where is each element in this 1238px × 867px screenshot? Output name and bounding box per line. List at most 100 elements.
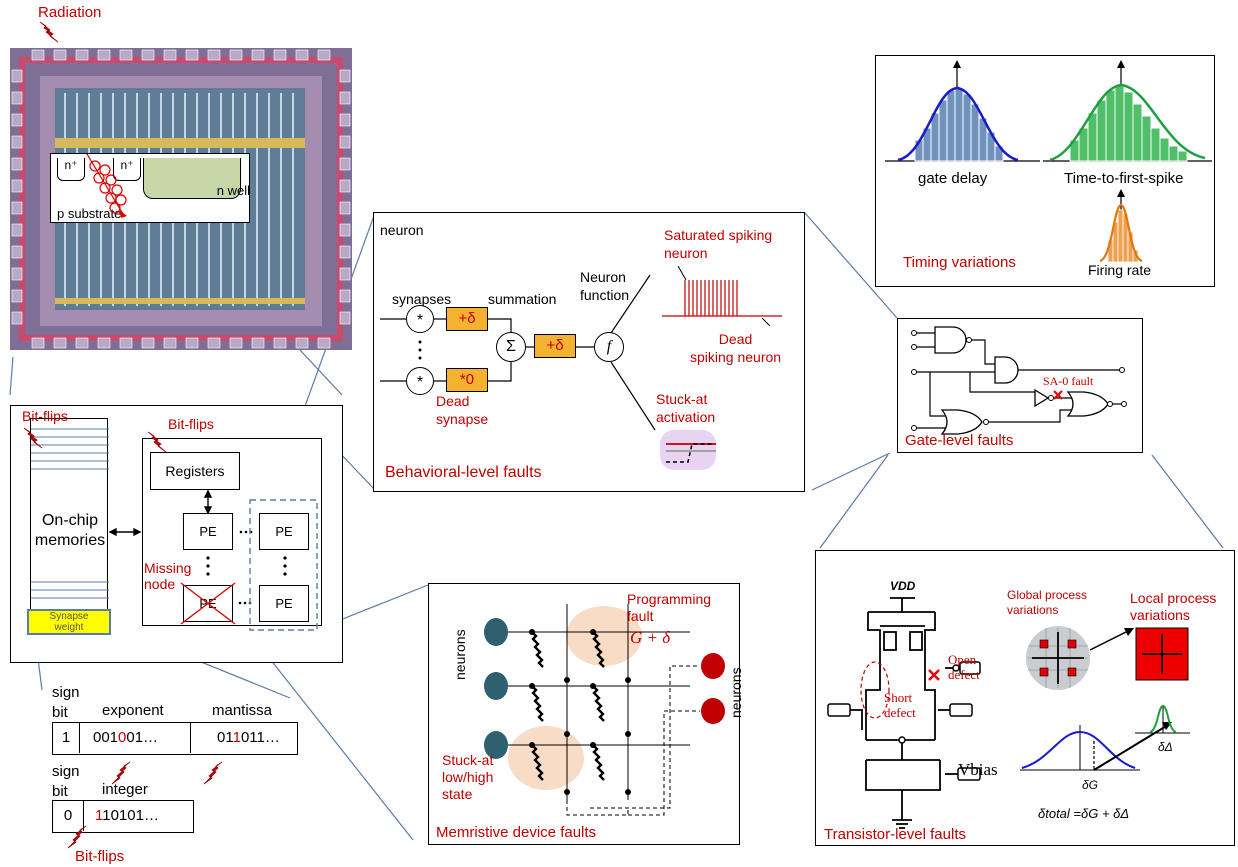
chip-pad [207,49,221,61]
chip-pad [97,337,111,349]
multiply-node-1: * [406,305,434,333]
chip-pad [53,49,67,61]
chip-pad [141,49,155,61]
multiply-node-2: * [406,367,434,395]
integer-cell: 110101… [85,801,193,831]
chip-pad [11,201,23,215]
timing-title: Timing variations [903,254,1016,271]
summation-label: summation [488,291,557,307]
chip-pad [11,135,23,149]
sign-bit-label-float: sign bit [52,684,80,721]
radiation-label: Radiation [38,4,102,21]
chip-pad [141,337,155,349]
chip-pad [317,49,331,61]
bitflips-pe-label: Bit-flips [168,416,214,432]
firing-rate-label: Firing rate [1088,262,1152,278]
chip-pad [31,49,45,61]
open-defect-label: Open defect [948,652,980,682]
chip-pad [11,157,23,171]
conductance-label: G + δ [630,628,671,647]
chip-pad [11,245,23,259]
chip-pad [251,49,265,61]
zero-box-synapse: *0 [446,368,488,392]
ttfs-label: Time-to-first-spike [1064,170,1184,187]
pe-box-1: PE [183,513,233,550]
chip-pad [339,201,351,215]
float-format-box: 1 001001… 011011… [52,722,298,755]
summation-node: Σ [496,332,526,362]
delta-total-label: δtotal =δG + δΔ [1038,806,1130,821]
chip-pad [339,157,351,171]
chip-pad [11,311,23,325]
integer-label: integer [102,781,148,798]
pe-box-2: PE [259,513,309,550]
stuck-state-label: Stuck-at low/high state [442,752,494,802]
chip-pad [185,337,199,349]
neuron-label: neuron [380,222,424,238]
mantissa-label: mantissa [212,702,273,719]
mantissa-cell: 011011… [193,723,297,753]
neuron-function-label: Neuron function [580,269,630,303]
delta-g-label: δG [1082,778,1099,792]
neurons-right-label: neurons [728,667,744,718]
activation-node: f [594,332,624,362]
exp-bit-flipped: 0 [118,729,127,746]
registers-box: Registers [150,452,240,490]
man-bit-flipped: 1 [233,729,241,746]
chip-pad [163,49,177,61]
local-variation-label: Local process variations [1130,590,1217,623]
p-substrate-label: p substrate [57,206,122,221]
pe-array-block [142,438,322,626]
chip-pad [317,337,331,349]
synapse-weight-cell: Synapse weight [27,609,111,635]
n-well-region: n well [143,158,250,199]
man-bits-post: 011… [240,729,280,746]
chip-pad [75,49,89,61]
float-sign-cell: 1 [53,723,80,753]
chip-pad [229,337,243,349]
chip-pad [273,49,287,61]
chip-pad [339,223,351,237]
chip-pad [31,337,45,349]
dead-neuron-label: Dead spiking neuron [690,331,782,365]
behavioral-panel [373,212,805,492]
missing-node-label: Missing node [144,560,192,592]
chip-pad [11,113,23,127]
delta-d-label: δΔ [1158,740,1173,754]
delta-box-sum: +δ [534,334,576,358]
dead-synapse-label: Dead synapse [436,393,489,427]
chip-pad [11,91,23,105]
chip-pad [273,337,287,349]
transistor-title: Transistor-level faults [824,826,966,843]
memories-label: On-chip memories [34,512,106,549]
gate-delay-label: gate delay [918,170,988,187]
exponent-label: exponent [102,702,164,719]
chip-pad [11,289,23,303]
int-sign-cell: 0 [53,801,84,831]
exponent-cell: 001001… [81,723,191,753]
n-plus-left: n⁺ [57,158,85,181]
chip-pad [339,179,351,193]
n-plus-right: n⁺ [113,158,141,181]
bitflips-memory-label: Bit-flips [22,408,68,424]
chip-pad [11,179,23,193]
integer-format-box: 0 110101… [52,800,194,833]
chip-pad [295,49,309,61]
short-defect-label: Short defect [884,690,916,720]
chip-pad [339,289,351,303]
chip-pad [11,69,23,83]
chip-pad [339,69,351,83]
stuck-activation-label: Stuck-at activation [656,391,716,425]
charge-carriers [86,154,127,218]
chip-pad [339,113,351,127]
sign-bit-label-int: sign bit [52,763,80,800]
synapses-label: synapses [392,291,452,307]
exp-bits-post: 01… [126,729,159,746]
n-well-label: n well [216,183,250,198]
cross-section: n⁺ n⁺ n well p substrate [50,153,250,223]
int-bit-flipped: 1 [95,807,103,824]
chip-pad [295,337,309,349]
memristive-title: Memristive device faults [436,824,597,841]
programming-fault-label: Programming fault [627,591,712,624]
chip-pad [229,49,243,61]
